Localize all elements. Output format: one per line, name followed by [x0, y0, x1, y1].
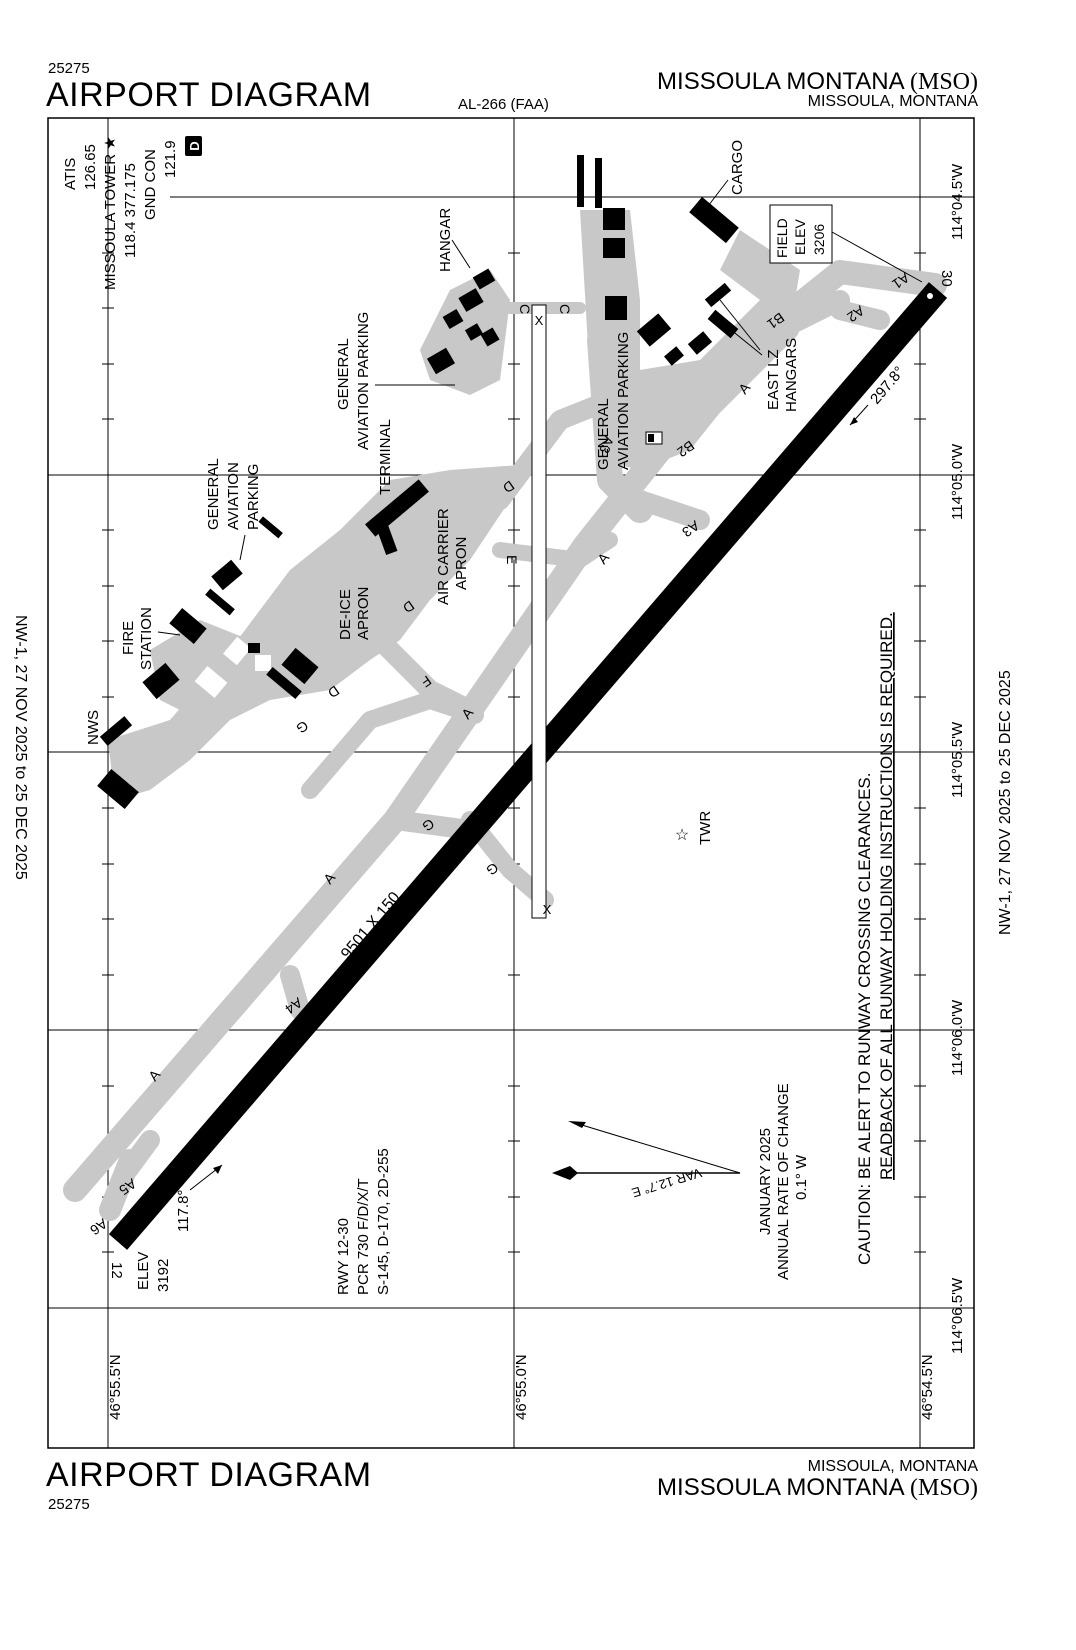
- latitude-label: 46°55.0'N: [513, 1354, 530, 1420]
- ga-parking-3-line2: AVIATION PARKING: [615, 332, 632, 470]
- caution-line2: READBACK OF ALL RUNWAY HOLDING INSTRUCTI…: [877, 612, 896, 1180]
- field-elev-box: [769, 204, 833, 264]
- fuel-icon-mark: [648, 434, 654, 442]
- facility-labels: CARGO HANGAR GENERAL AVIATION PARKING GE…: [85, 140, 800, 845]
- lat-lon-grid: [48, 118, 974, 1448]
- page-title-bottom: AIRPORT DIAGRAM: [46, 1456, 372, 1494]
- air-carrier-line1: AIR CARRIER: [435, 508, 452, 605]
- ga-parking-2-line1: GENERAL: [205, 458, 222, 530]
- deice-line1: DE-ICE: [337, 589, 354, 640]
- fire-line2: STATION: [138, 607, 155, 670]
- magvar-label: VAR 12.7° E: [630, 1165, 704, 1201]
- city-state-top: MISSOULA, MONTANA: [807, 93, 978, 110]
- airport-name-top: MISSOULA MONTANA (MSO): [657, 68, 978, 95]
- magvar-rate-label: ANNUAL RATE OF CHANGE: [775, 1083, 792, 1280]
- validity-right: NW-1, 27 NOV 2025 to 25 DEC 2025: [997, 670, 1014, 935]
- page-title-top: AIRPORT DIAGRAM: [46, 76, 372, 114]
- magnetic-north-arrowhead: [568, 1121, 586, 1128]
- city-state-bottom: MISSOULA, MONTANA: [807, 1458, 978, 1475]
- arrowhead: [213, 1165, 222, 1174]
- ga-parking-3-line1: GENERAL: [595, 398, 612, 470]
- east-lz-line1: EAST LZ: [765, 349, 782, 410]
- ground-label: GND CON: [142, 149, 159, 220]
- latitude-label: 46°54.5'N: [919, 1354, 936, 1420]
- deice-line2: APRON: [355, 587, 372, 640]
- airport-name-bottom: MISSOULA MONTANA (MSO): [657, 1474, 978, 1501]
- magvar-date: JANUARY 2025: [757, 1128, 774, 1235]
- field-elev-label1: FIELD: [774, 218, 790, 258]
- caution-line1: CAUTION: BE ALERT TO RUNWAY CROSSING CLE…: [855, 773, 874, 1266]
- grid-ticks: [102, 252, 926, 1448]
- nws-label: NWS: [85, 710, 102, 745]
- true-north-arrowhead: [552, 1166, 578, 1180]
- chart-number-top: 25275: [48, 60, 90, 77]
- taxiway-label: A3: [596, 434, 617, 456]
- longitude-label: 114°06.0'W: [949, 999, 966, 1076]
- runway-end-12: 12: [108, 1262, 125, 1279]
- d-badge-text: D: [187, 141, 202, 150]
- taxiway-label: C: [557, 304, 573, 314]
- arrowhead: [850, 417, 858, 425]
- runway-12-30: [108, 282, 948, 1250]
- field-elev-label2: ELEV: [792, 219, 808, 255]
- diagram-frame: [47, 117, 975, 1449]
- longitude-label: 114°06.5'W: [949, 1277, 966, 1354]
- east-lz-line2: HANGARS: [783, 338, 800, 412]
- runway-info-line2: PCR 730 F/D/X/T: [355, 1178, 372, 1295]
- ground-frequency: 121.9: [162, 140, 179, 178]
- apron-gaps: [194, 636, 271, 699]
- ga-parking-1-line2: AVIATION PARKING: [355, 312, 372, 450]
- cargo-label: CARGO: [729, 140, 746, 195]
- magnetic-north-arrow: [571, 1121, 741, 1174]
- magvar-rate: 0.1° W: [793, 1154, 810, 1200]
- ga-parking-1-line1: GENERAL: [335, 338, 352, 410]
- tower-frequency: 118.4 377.175: [122, 163, 139, 258]
- longitude-label: 114°05.0'W: [949, 443, 966, 520]
- d-badge: [185, 136, 202, 156]
- twr-label: TWR: [697, 811, 714, 845]
- chart-id: AL-266 (FAA): [458, 96, 549, 113]
- atis-label: ATIS: [62, 158, 79, 190]
- air-carrier-line2: APRON: [453, 537, 470, 590]
- ga-parking-2-line3: PARKING: [245, 464, 262, 530]
- longitude-labels: 114°04.5'W 114°05.0'W 114°05.5'W 114°06.…: [949, 163, 966, 1354]
- field-elev-value: 3206: [811, 224, 827, 255]
- ga-parking-2-line2: AVIATION: [225, 462, 242, 530]
- taxiway-label: E: [504, 555, 520, 564]
- closed-strip: [531, 304, 547, 919]
- terminal-label: TERMINAL: [377, 419, 394, 495]
- runway-info-line1: RWY 12-30: [335, 1218, 352, 1295]
- chart-number-bottom: 25275: [48, 1496, 90, 1513]
- atis-frequency: 126.65: [82, 144, 99, 190]
- tower-icon: ☆: [675, 827, 689, 844]
- hangar-label: HANGAR: [437, 208, 454, 272]
- taxiway-x-bottom: X: [543, 902, 552, 917]
- runway-end-30: 30: [938, 270, 955, 287]
- longitude-label: 114°04.5'W: [949, 163, 966, 240]
- tower-label: MISSOULA TOWER ★: [102, 136, 119, 290]
- runway-elev-label: ELEV: [135, 1252, 152, 1290]
- field-elev-leader: [831, 231, 923, 283]
- latitude-labels: 46°55.5'N 46°55.0'N 46°54.5'N: [107, 1354, 936, 1420]
- runway-info-line3: S-145, D-170, 2D-255: [375, 1148, 392, 1295]
- runway-30-dot: [927, 293, 933, 299]
- latitude-label: 46°55.5'N: [107, 1354, 124, 1420]
- runway-elev-value: 3192: [155, 1259, 172, 1292]
- taxiway-label: C: [517, 304, 533, 314]
- fire-line1: FIRE: [120, 621, 137, 655]
- buildings: [97, 155, 739, 809]
- validity-left: NW-1, 27 NOV 2025 to 25 DEC 2025: [12, 615, 29, 880]
- taxiway-label: G: [293, 718, 311, 737]
- runway-heading-12: 117.8°: [175, 1190, 192, 1232]
- longitude-label: 114°05.5'W: [949, 721, 966, 798]
- taxiway-x-top: X: [535, 313, 544, 328]
